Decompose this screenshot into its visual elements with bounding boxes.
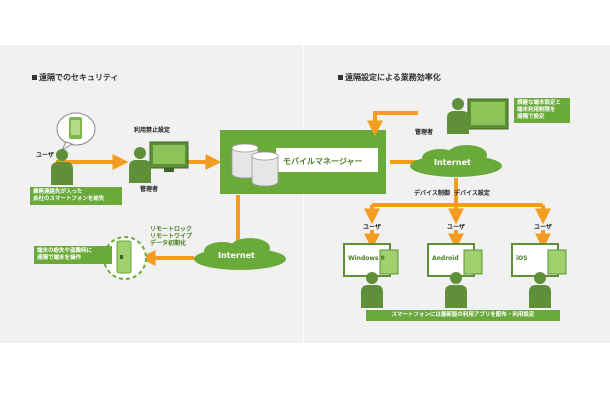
device-android: [427, 243, 483, 308]
internet-cloud-right: [410, 145, 502, 177]
right-heading: 遠隔設定による業務効率化: [338, 72, 441, 83]
device-controls-label: デバイス制御 デバイス設定: [414, 190, 490, 197]
user-person-icon: [51, 149, 73, 185]
mobile-manager-box: [220, 130, 386, 194]
speech-bubble: [56, 112, 96, 152]
admin-note-box: 煩雑な端末設定と 端末利用制限を 遠隔で設定: [514, 98, 570, 123]
admin-to-manager-line: [367, 111, 418, 137]
internet-right-label: Internet: [434, 158, 471, 167]
admin-left-icon: [129, 141, 189, 183]
user-label: ユーザ: [36, 152, 54, 159]
left-heading-text: 遠隔でのセキュリティ: [39, 73, 119, 82]
device-ios: [511, 243, 567, 308]
lost-phone-box: 業務連絡先が入った 会社のスマートフォンを紛失: [30, 187, 122, 205]
left-connectors: [56, 154, 240, 266]
platform-ios: iOS: [516, 255, 528, 262]
platform-windows: Windows 8: [348, 255, 385, 262]
left-heading: 遠隔でのセキュリティ: [32, 72, 119, 83]
user-label-1: ユーザ: [363, 224, 381, 231]
theft-box: 端末の紛失や盗難時に 遠隔で端末を操作: [34, 246, 112, 264]
right-heading-text: 遠隔設定による業務効率化: [345, 73, 441, 82]
internet-left-label: Internet: [218, 251, 255, 260]
admin-right-label: 管理者: [415, 129, 434, 136]
remote-phone-icon: [116, 240, 132, 274]
user-label-3: ユーザ: [534, 224, 552, 231]
mobile-manager-label: モバイルマネージャー: [283, 157, 363, 166]
heading-square-icon: [338, 75, 343, 80]
user-label-2: ユーザ: [447, 224, 465, 231]
internet-cloud-left: [194, 238, 286, 270]
device-windows: [343, 243, 399, 308]
remote-ops-label: リモートロック リモートワイプ データ初期化: [150, 226, 193, 247]
platform-android: Android: [432, 255, 459, 262]
usage-ban-label: 利用禁止設定: [134, 127, 171, 134]
bottom-distribution-box: スマートフォンには最新版の利用アプリを配布・利用設定: [366, 310, 560, 321]
admin-right-icon: [447, 98, 509, 134]
admin-left-label: 管理者: [140, 186, 159, 193]
heading-square-icon: [32, 75, 37, 80]
database-icon: [231, 143, 279, 187]
